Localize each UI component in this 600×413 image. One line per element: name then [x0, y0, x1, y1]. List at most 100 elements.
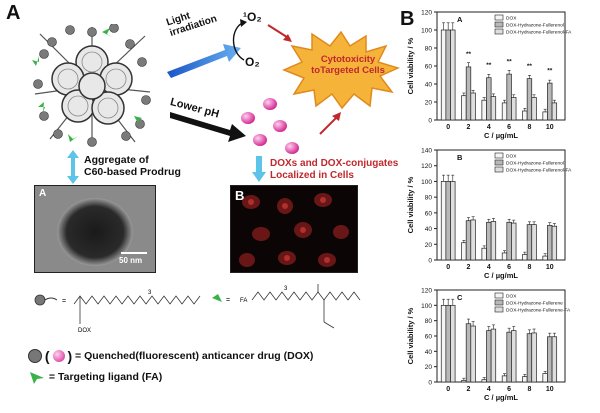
chart-C-bar: [470, 325, 476, 383]
structure-fa-text: FA: [240, 298, 247, 304]
chart-B-xtick-label: 8: [527, 264, 531, 271]
chart-A-ylabel: Cell viability / %: [406, 37, 415, 94]
chart-C-bar: [547, 336, 553, 383]
light-irradiation-label: Light irradiation: [165, 3, 218, 38]
chart-A-significance: **: [507, 58, 513, 65]
chart-A-legend-swatch: [494, 14, 504, 21]
chart-B-xtick-label: 4: [487, 264, 491, 271]
chart-B-ylabel: Cell viability / %: [406, 176, 415, 233]
quenched-dox-icon: [28, 349, 42, 363]
chart-B-bar: [440, 181, 447, 261]
chart-C-bar: [511, 330, 517, 383]
fluorescence-micrograph: B: [230, 185, 358, 273]
chart-C-legend-label: DOX-Hydrazone-Fullerene-FA: [506, 308, 571, 314]
chart-C-bar: [461, 380, 467, 383]
structure-n-subscript-2: 3: [284, 286, 288, 292]
chart-B-bar: [547, 225, 553, 261]
chart-B-ytick-label: 100: [421, 179, 432, 186]
fluorescence-letter: B: [235, 188, 245, 203]
fa-linker-structure: = FA 3: [212, 284, 361, 329]
chart-A-significance: **: [466, 51, 472, 58]
chart-B-bar: [450, 181, 456, 261]
chart-A-xtick-label: 2: [467, 124, 471, 131]
chart-C-xtick-label: 10: [546, 386, 554, 393]
chart-B-bar: [486, 221, 492, 261]
chart-A-bar: [450, 29, 456, 121]
chart-C-bar: [481, 379, 487, 383]
chart-B-bar: [470, 219, 476, 261]
chart-B-legend-swatch: [494, 159, 504, 166]
chart-B-ytick-label: 20: [425, 242, 433, 249]
chart-C-xlabel: C / µg/mL: [484, 393, 518, 402]
chart-B-bar: [501, 252, 508, 261]
dox-localized-label: DOXs and DOX-conjugates Localized in Cel…: [270, 158, 398, 182]
dox-linker-structure: = DOX 3: [34, 290, 201, 334]
chart-B-legend-swatch: [494, 152, 504, 159]
chart-B-panel-letter: B: [457, 153, 463, 162]
cyan-double-arrow-left: [67, 150, 79, 184]
lower-ph-arrow: [170, 112, 246, 142]
targeting-ligand-icon: [30, 372, 44, 384]
chart-C-legend-swatch: [494, 299, 504, 306]
chart-B-xtick-label: 6: [507, 264, 511, 271]
chart-A-xtick-label: 6: [507, 124, 511, 131]
chart-C-xtick-label: 0: [446, 386, 450, 393]
chart-B-frame: [436, 149, 566, 261]
chart-C-ytick-label: 0: [428, 380, 432, 387]
legend-dox-row: ( ) = Quenched(fluorescent) anticancer d…: [28, 348, 313, 364]
tem-image: [35, 186, 155, 272]
chart-C-xtick-label: 4: [487, 386, 491, 393]
chart-A-bar: [486, 77, 492, 121]
chart-B-bar: [465, 220, 472, 261]
chart-B-bar: [506, 221, 512, 261]
chart-C-panel-letter: C: [457, 293, 463, 302]
chart-C-bar: [450, 304, 456, 383]
dox-localized-line2: Localized in Cells: [270, 170, 354, 181]
chart-C-ytick-label: 60: [425, 334, 433, 341]
chart-C-legend-label: DOX: [506, 294, 517, 300]
oxygen-label: O₂: [245, 55, 260, 69]
chart-B-bar: [551, 225, 558, 261]
chart-C-bar: [506, 331, 512, 383]
legend-fa-text: = Targeting ligand (FA): [48, 371, 163, 383]
chart-B-ytick-label: 120: [421, 163, 432, 170]
chart-A-ytick-label: 120: [421, 10, 432, 17]
legend-dox-text: = Quenched(fluorescent) anticancer drug …: [75, 350, 314, 362]
chart-A-ytick-label: 80: [425, 46, 433, 53]
chart-C-bar: [501, 375, 508, 383]
structure-n-subscript: 3: [148, 290, 152, 296]
chart-B-legend-label: DOX-Hydrazone-Fullerenol: [506, 161, 564, 167]
chart-C-ytick-label: 100: [421, 303, 432, 310]
chart-B-bar: [526, 224, 533, 261]
chart-C-bar: [465, 323, 472, 383]
chart-C-bar: [486, 330, 492, 383]
chart-A-ytick-label: 20: [425, 100, 433, 107]
chart-B-ytick-label: 60: [425, 210, 433, 217]
tem-scale-bar: [121, 252, 147, 254]
tem-micrograph: A 50 nm: [34, 185, 156, 273]
aggregate-label: Aggregate of C60-based Prodrug: [84, 154, 181, 178]
chart-A-bar: [445, 29, 451, 121]
chart-C-xtick-label: 8: [527, 386, 531, 393]
chart-C-ylabel: Cell viability / %: [406, 307, 415, 364]
chart-C-bar: [542, 373, 548, 383]
panel-b-letter: B: [400, 8, 415, 30]
chart-C-ytick-label: 120: [421, 288, 432, 295]
panel-a-letter: A: [6, 2, 21, 24]
chart-C-bar: [531, 332, 537, 383]
cyan-arrow-down: [252, 156, 266, 182]
cytotoxicity-label: Cytotoxicity toTargeted Cells: [311, 54, 385, 76]
chart-C-xtick-label: 2: [467, 386, 471, 393]
chart-A-bar: [440, 29, 447, 121]
legend-paren: (: [44, 348, 50, 364]
chart-B-legend-label: DOX: [506, 154, 517, 160]
chart-A-bar: [461, 95, 467, 121]
chart-A-bar: [501, 102, 508, 121]
chart-B-legend-swatch: [494, 166, 504, 173]
chart-C-bar: [551, 336, 558, 383]
chart-C-legend-label: DOX-Hydrazone-Fullerene: [506, 301, 563, 307]
fluorescent-dox-icon: [52, 350, 65, 362]
chart-C-bar: [445, 304, 451, 383]
aggregate-label-line1: Aggregate of: [84, 154, 149, 166]
